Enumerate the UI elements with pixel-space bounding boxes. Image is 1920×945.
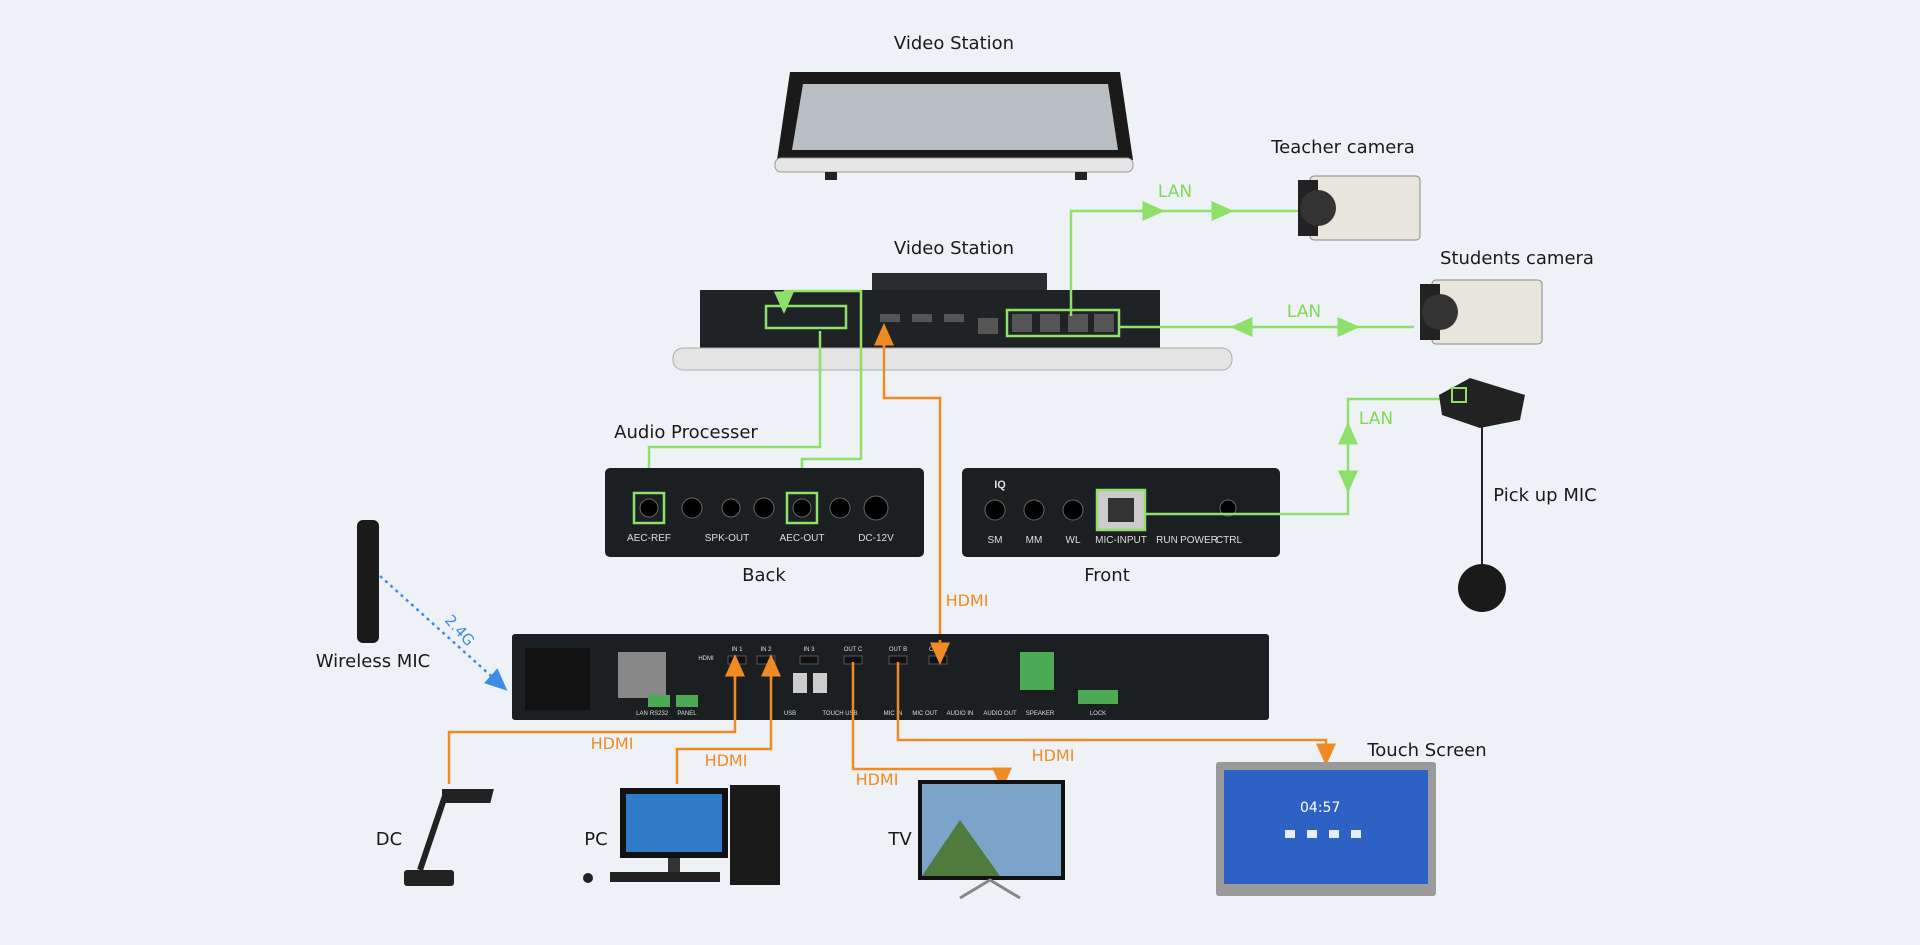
hdmi-video-station-line [882, 340, 942, 655]
hdmi-label-dc: HDMI [591, 734, 634, 753]
dc-label: DC [376, 829, 402, 850]
lan-pickup-mic-line [1145, 397, 1457, 516]
svg-text:PANEL: PANEL [677, 711, 697, 717]
touch-screen-label: Touch Screen [1366, 740, 1486, 761]
svg-text:USB: USB [784, 711, 796, 717]
front-label: Front [1084, 565, 1130, 586]
document-camera [404, 789, 494, 886]
svg-text:RS232: RS232 [650, 711, 669, 717]
pc [583, 785, 780, 885]
svg-text:MIC IN: MIC IN [884, 711, 903, 717]
hdmi-touch-screen-line [896, 662, 1336, 766]
touch-screen: 04:57 [1216, 762, 1436, 896]
svg-text:WL: WL [1066, 535, 1081, 546]
students-camera-label: Students camera [1440, 248, 1594, 269]
svg-text:AUDIO IN: AUDIO IN [947, 711, 974, 717]
svg-text:IN 3: IN 3 [803, 647, 815, 653]
hdmi-dc-line [447, 670, 737, 784]
svg-text:OUT A: OUT A [929, 647, 947, 653]
video-station-tablet [774, 72, 1134, 180]
svg-text:MM: MM [1026, 535, 1043, 546]
svg-text:MIC-INPUT: MIC-INPUT [1095, 535, 1147, 546]
audio-processor-front: IQ SM MM WL MIC-INPUT RUN POWER CTRL [962, 468, 1280, 557]
svg-text:SPK-OUT: SPK-OUT [705, 533, 749, 544]
teacher-camera-label: Teacher camera [1270, 137, 1415, 158]
main-control-box: LAN RS232 PANEL USB TOUCH USB MIC IN MIC… [512, 634, 1269, 720]
svg-text:TOUCH USB: TOUCH USB [822, 711, 857, 717]
svg-text:IQ: IQ [994, 479, 1006, 491]
lan-label-teacher: LAN [1158, 182, 1192, 202]
svg-text:SPEAKER: SPEAKER [1026, 711, 1055, 717]
svg-text:LAN: LAN [636, 711, 648, 717]
video-station-back [672, 273, 1233, 371]
hdmi-label-station: HDMI [946, 591, 989, 610]
video-station-back-label: Video Station [894, 238, 1014, 259]
svg-text:AEC-REF: AEC-REF [627, 533, 671, 544]
hdmi-label-tv: HDMI [856, 770, 899, 789]
tv [918, 780, 1065, 900]
svg-text:LOCK: LOCK [1090, 711, 1106, 717]
wireless-label: 2.4G [441, 611, 478, 649]
svg-text:IN 1: IN 1 [731, 647, 743, 653]
wireless-mic-label: Wireless MIC [316, 651, 430, 672]
svg-text:IN 2: IN 2 [760, 647, 772, 653]
svg-text:POWER: POWER [1180, 535, 1218, 546]
teacher-camera [1298, 175, 1421, 241]
svg-text:AUDIO OUT: AUDIO OUT [983, 711, 1017, 717]
hdmi-label-pc: HDMI [705, 751, 748, 770]
aec-ref-line [647, 331, 822, 484]
students-camera [1420, 279, 1543, 345]
pc-label: PC [584, 829, 607, 850]
wireless-link-line [379, 575, 508, 691]
hdmi-tv-line [851, 662, 1012, 790]
audio-processor-back: AEC-REF SPK-OUT AEC-OUT DC-12V [605, 468, 924, 557]
pickup-mic [1439, 378, 1525, 612]
pickup-mic-label: Pick up MIC [1493, 485, 1596, 506]
svg-text:MIC OUT: MIC OUT [912, 711, 938, 717]
lan-label-students: LAN [1287, 302, 1321, 322]
svg-text:AEC-OUT: AEC-OUT [780, 533, 825, 544]
hdmi-pc-line [675, 670, 773, 784]
svg-text:OUT B: OUT B [889, 647, 907, 653]
touch-screen-clock: 04:57 [1300, 800, 1340, 816]
hdmi-label-touch: HDMI [1032, 746, 1075, 765]
svg-text:DC-12V: DC-12V [858, 533, 894, 544]
audio-processer-label: Audio Processer [614, 422, 758, 443]
lan-label-mic: LAN [1359, 409, 1393, 429]
svg-text:CTRL: CTRL [1216, 535, 1243, 546]
back-label: Back [742, 565, 786, 586]
svg-text:SM: SM [988, 535, 1003, 546]
video-station-top-label: Video Station [894, 33, 1014, 54]
svg-text:RUN: RUN [1156, 535, 1178, 546]
tv-label: TV [887, 829, 912, 850]
wireless-mic [357, 520, 379, 643]
svg-text:OUT C: OUT C [844, 647, 863, 653]
svg-text:HDMI: HDMI [698, 656, 714, 662]
